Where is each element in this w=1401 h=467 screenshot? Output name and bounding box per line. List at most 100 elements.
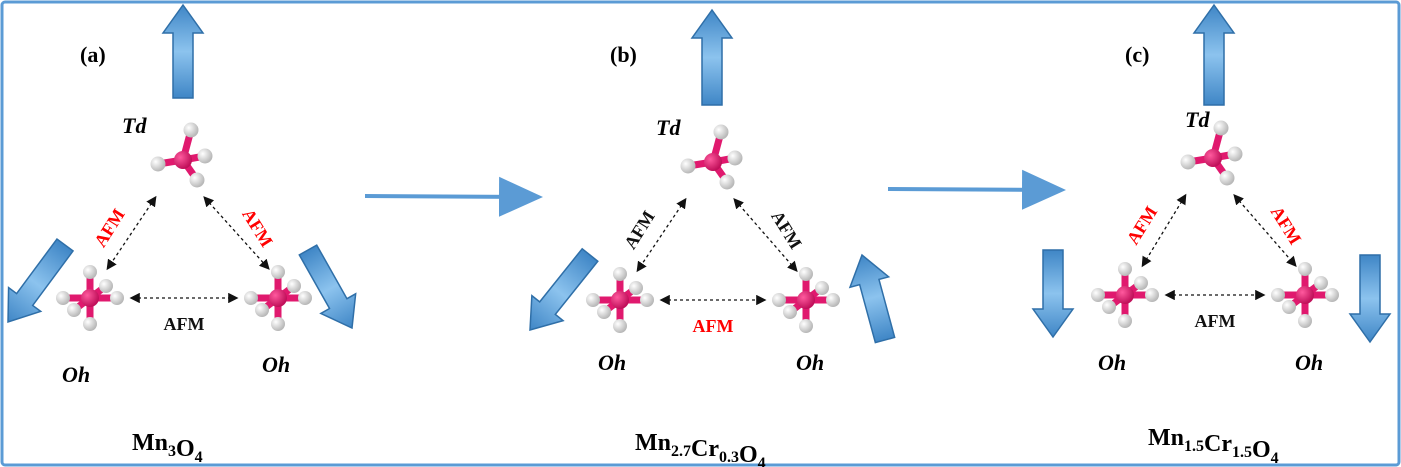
exchange-line-left xyxy=(636,197,687,273)
spin-arrow-oh-left-down-left xyxy=(529,247,599,332)
td-site-label: Td xyxy=(122,113,147,138)
mn-atom xyxy=(174,151,192,169)
o-atom xyxy=(1145,288,1159,302)
o-atom xyxy=(1180,154,1196,170)
o-atom xyxy=(1325,288,1339,302)
o-atom xyxy=(640,293,654,307)
mn-atom xyxy=(1204,149,1222,167)
mn-atom xyxy=(704,153,722,171)
mn-atom xyxy=(797,291,815,309)
oh-left-site-molecule xyxy=(1091,262,1159,328)
o-atom xyxy=(1118,262,1132,276)
o-atom xyxy=(99,279,113,293)
spin-arrow-shape xyxy=(1192,3,1236,106)
o-atom xyxy=(772,293,786,307)
o-atom xyxy=(271,265,285,279)
o-atom xyxy=(597,305,611,319)
spin-arrow-shape xyxy=(1031,249,1075,339)
formula-element: Cr xyxy=(1204,431,1232,457)
exchange-line-right xyxy=(203,196,270,270)
oh-left-site-molecule xyxy=(586,267,654,333)
o-atom xyxy=(83,265,97,279)
oh-right-site-molecule xyxy=(1271,262,1339,328)
exchange-line-left xyxy=(1141,193,1187,268)
mn-atom xyxy=(1296,286,1314,304)
spin-arrow-shape xyxy=(529,247,599,332)
spin-arrow-shape xyxy=(298,244,357,330)
oh-right-site-molecule xyxy=(244,265,312,331)
afm-label-left: AFM xyxy=(90,205,129,250)
spin-arrow-td-up xyxy=(1192,3,1236,106)
o-atom xyxy=(613,267,627,281)
exchange-line-left xyxy=(106,195,157,271)
process-arrow-a-to-b xyxy=(364,176,543,217)
o-atom xyxy=(197,148,213,164)
spin-arrow-oh-right-down-right xyxy=(298,244,357,330)
o-atom xyxy=(244,291,258,305)
o-atom xyxy=(1298,314,1312,328)
formula-element: O xyxy=(739,442,758,467)
o-atom xyxy=(613,319,627,333)
afm-label-bottom: AFM xyxy=(164,314,205,334)
oh-right-site-label: Oh xyxy=(262,352,290,377)
o-atom xyxy=(826,293,840,307)
spin-arrow-shape xyxy=(1348,254,1392,344)
afm-label-right: AFM xyxy=(767,207,806,252)
o-atom xyxy=(56,291,70,305)
o-atom xyxy=(255,303,269,317)
mn-atom xyxy=(1116,286,1134,304)
spin-arrow-oh-left-down-left xyxy=(7,238,75,324)
compound-formula: Mn2.7Cr0.3O4 xyxy=(635,430,766,467)
o-atom xyxy=(271,317,285,331)
o-atom xyxy=(83,317,97,331)
oh-left-site-label: Oh xyxy=(62,362,90,387)
o-atom xyxy=(1271,288,1285,302)
afm-label-bottom: AFM xyxy=(1195,311,1236,331)
oh-left-site-label: Oh xyxy=(1098,350,1126,375)
spin-arrow-td-up xyxy=(161,3,205,99)
oh-right-site-molecule xyxy=(772,267,840,333)
o-atom xyxy=(1213,120,1229,136)
formula-subscript: 3 xyxy=(168,443,176,460)
panel-label: (c) xyxy=(1125,42,1149,67)
formula-subscript: 1.5 xyxy=(1184,438,1204,455)
o-atom xyxy=(1118,314,1132,328)
spin-arrow-oh-right-up-left xyxy=(848,253,896,344)
afm-label-bottom: AFM xyxy=(693,316,734,336)
o-atom xyxy=(719,174,735,190)
formula-subscript: 4 xyxy=(195,449,203,466)
o-atom xyxy=(783,305,797,319)
spin-arrow-shape xyxy=(848,253,896,344)
panel-label: (a) xyxy=(80,42,106,67)
o-atom xyxy=(1134,276,1148,290)
o-atom xyxy=(183,122,199,138)
spin-arrow-shape xyxy=(7,238,75,324)
mn-atom xyxy=(611,291,629,309)
o-atom xyxy=(727,150,743,166)
formula-element: Mn xyxy=(1148,425,1184,451)
formula-element: O xyxy=(1252,437,1271,463)
afm-label-left: AFM xyxy=(1123,203,1162,248)
oh-right-site-label: Oh xyxy=(796,350,824,375)
td-site-molecule xyxy=(680,124,743,190)
formula-subscript: 4 xyxy=(758,455,766,467)
formula-subscript: 1.5 xyxy=(1232,444,1252,461)
o-atom xyxy=(67,303,81,317)
oh-left-site-label: Oh xyxy=(598,350,626,375)
td-site-label: Td xyxy=(656,115,681,140)
spin-arrow-td-up xyxy=(690,8,734,106)
afm-label-right: AFM xyxy=(238,205,277,250)
formula-subscript: 4 xyxy=(1271,450,1279,467)
o-atom xyxy=(1219,170,1235,186)
formula-element: Cr xyxy=(691,436,719,462)
oh-left-site-molecule xyxy=(56,265,124,331)
td-site-molecule xyxy=(1180,120,1243,186)
o-atom xyxy=(1091,288,1105,302)
formula-element: Mn xyxy=(635,430,671,456)
oh-right-site-label: Oh xyxy=(1295,350,1323,375)
o-atom xyxy=(1282,300,1296,314)
